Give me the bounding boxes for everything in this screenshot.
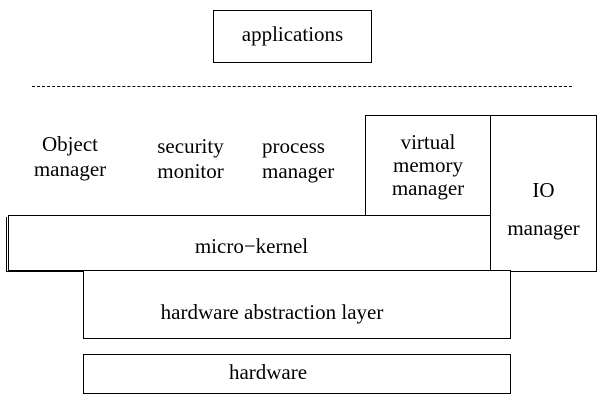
applications-label: applications bbox=[241, 22, 344, 46]
hardware-label: hardware bbox=[228, 360, 308, 384]
io-manager-label: IO manager bbox=[507, 178, 580, 240]
io-manager-box bbox=[490, 115, 597, 272]
object-manager-label: Object manager bbox=[33, 132, 107, 182]
hal-box bbox=[83, 270, 511, 339]
security-monitor-box bbox=[134, 115, 247, 217]
security-monitor-label: security monitor bbox=[157, 134, 224, 184]
hal-label: hardware abstraction layer bbox=[160, 300, 384, 324]
micro-kernel-box bbox=[8, 215, 495, 271]
object-manager-box bbox=[6, 115, 136, 217]
hardware-box bbox=[83, 354, 511, 394]
process-manager-box bbox=[245, 115, 366, 217]
micro-kernel-label: micro−kernel bbox=[194, 234, 309, 258]
user-kernel-divider bbox=[32, 86, 572, 87]
process-manager-label: process manager bbox=[262, 134, 335, 184]
virtual-memory-manager-label: virtual memory manager bbox=[391, 130, 465, 201]
applications-box bbox=[213, 10, 372, 63]
